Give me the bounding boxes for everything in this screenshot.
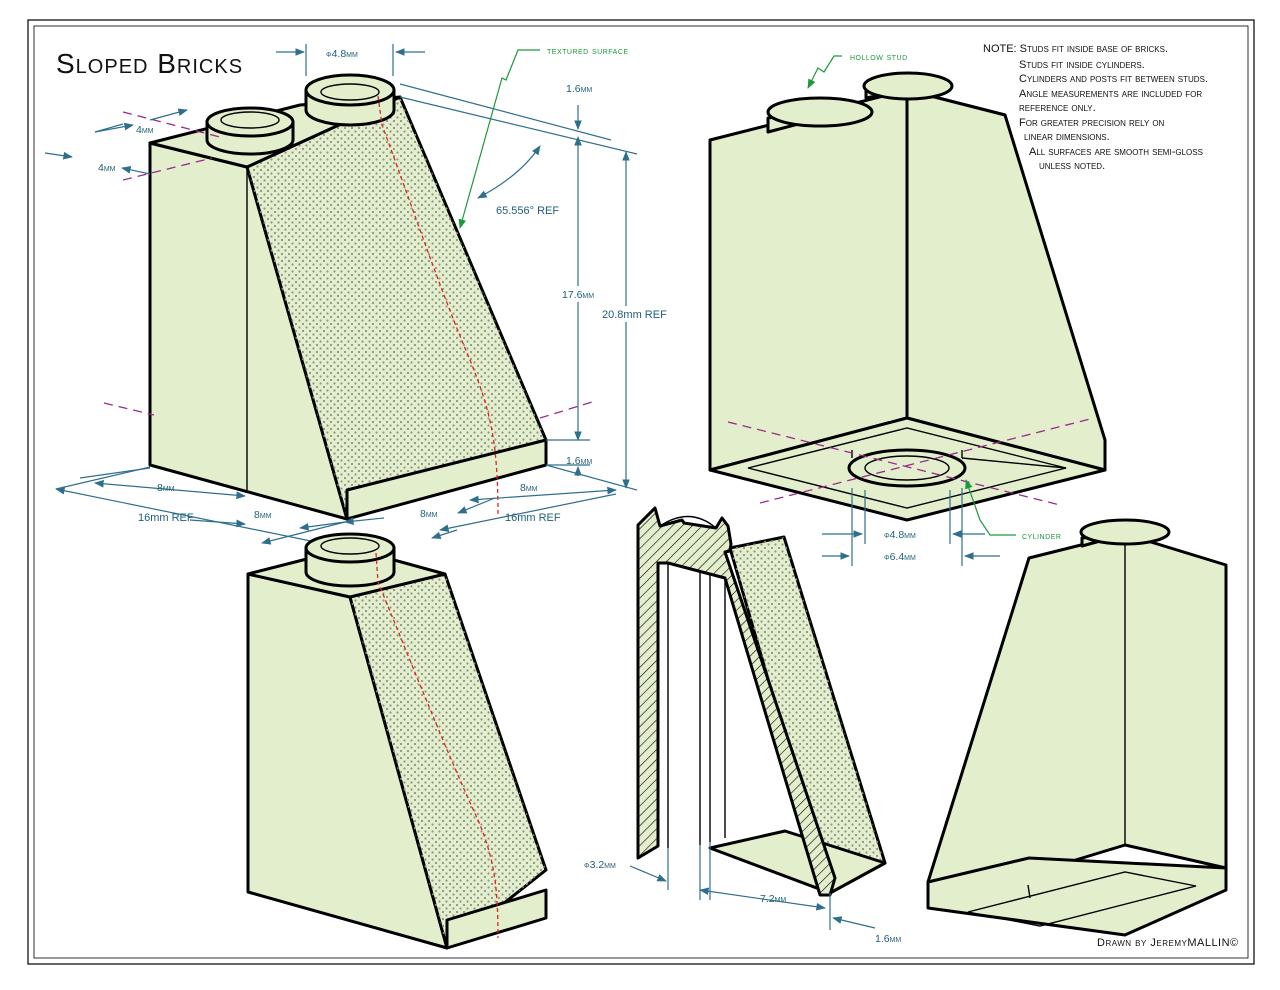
note-line-8: All surfaces are smooth semi-gloss xyxy=(1029,146,1203,158)
dim-inner-7-2: 7.2mm xyxy=(760,893,786,905)
dim-cyl-inner: ϕ4.8mm xyxy=(884,529,916,541)
callout-cylinder: cylinder xyxy=(965,479,1061,542)
view-brick-rear-iso xyxy=(708,71,1107,522)
view-brick-section xyxy=(636,506,887,897)
note-line-4: Angle measurements are included for xyxy=(1019,88,1202,100)
note-line-3: Cylinders and posts fit between studs. xyxy=(1019,73,1208,85)
note-line-2: Studs fit inside cylinders. xyxy=(1019,59,1145,71)
dim-left-4mm-b: 4mm xyxy=(98,162,116,174)
dim-stud-dia: ϕ4.8mm xyxy=(326,48,358,60)
note-line-9: unless noted. xyxy=(1039,160,1105,172)
dim-left-8mm: 8mm xyxy=(157,482,175,494)
dim-left-16mm: 16mm REF xyxy=(138,512,194,524)
view-brick-front-iso xyxy=(103,73,593,521)
dim-bottom-8mm-a: 8mm xyxy=(254,509,272,521)
dim-wall-1-6: 1.6mm xyxy=(875,933,901,945)
callout-textured-label: textured surface xyxy=(547,46,629,57)
view2-dimensions: ϕ4.8mm ϕ6.4mm xyxy=(822,488,1000,566)
sheet-border-inner xyxy=(33,25,1249,959)
dim-right-8mm: 8mm xyxy=(520,482,538,494)
dim-slope-height: 17.6mm xyxy=(562,289,594,301)
sheet-border-outer xyxy=(27,19,1255,965)
dim-base-height: 1.6mm xyxy=(566,455,592,467)
dim-left-4mm-a: 4mm xyxy=(136,124,154,136)
page-title: Sloped Bricks xyxy=(56,48,243,79)
view1-dimensions: ϕ4.8mm 1.6mm 65.556° REF 17.6mm 1.6mm 20… xyxy=(44,44,667,551)
callout-hollow-stud: hollow stud xyxy=(807,52,908,89)
callout-textured-surface: textured surface xyxy=(458,46,629,229)
credit-text: Drawn by JeremyMALLIN© xyxy=(1097,937,1239,949)
dim-stud-height: 1.6mm xyxy=(566,83,592,95)
view4-dimensions: ϕ3.2mm 7.2mm 1.6mm xyxy=(584,842,901,945)
dim-total-height: 20.8mm REF xyxy=(602,309,667,321)
callout-cylinder-label: cylinder xyxy=(1022,531,1061,542)
dim-angle: 65.556° REF xyxy=(496,205,559,217)
note-line-6: For greater precision rely on xyxy=(1019,117,1165,129)
note-line-5: reference only. xyxy=(1019,102,1096,114)
note-line-1: NOTE: Studs fit inside base of bricks. xyxy=(983,43,1168,55)
notes-block: NOTE: Studs fit inside base of bricks. S… xyxy=(983,43,1208,172)
callout-hollow-stud-label: hollow stud xyxy=(850,52,908,63)
dim-bottom-8mm-b: 8mm xyxy=(420,508,438,520)
view-brick-rear-side-iso xyxy=(926,518,1228,937)
dim-right-16mm: 16mm REF xyxy=(505,512,561,524)
dim-post-dia: ϕ3.2mm xyxy=(584,859,616,871)
dim-cyl-outer: ϕ6.4mm xyxy=(884,551,916,563)
view-brick-side-iso xyxy=(246,532,548,950)
note-line-7: linear dimensions. xyxy=(1024,131,1110,143)
